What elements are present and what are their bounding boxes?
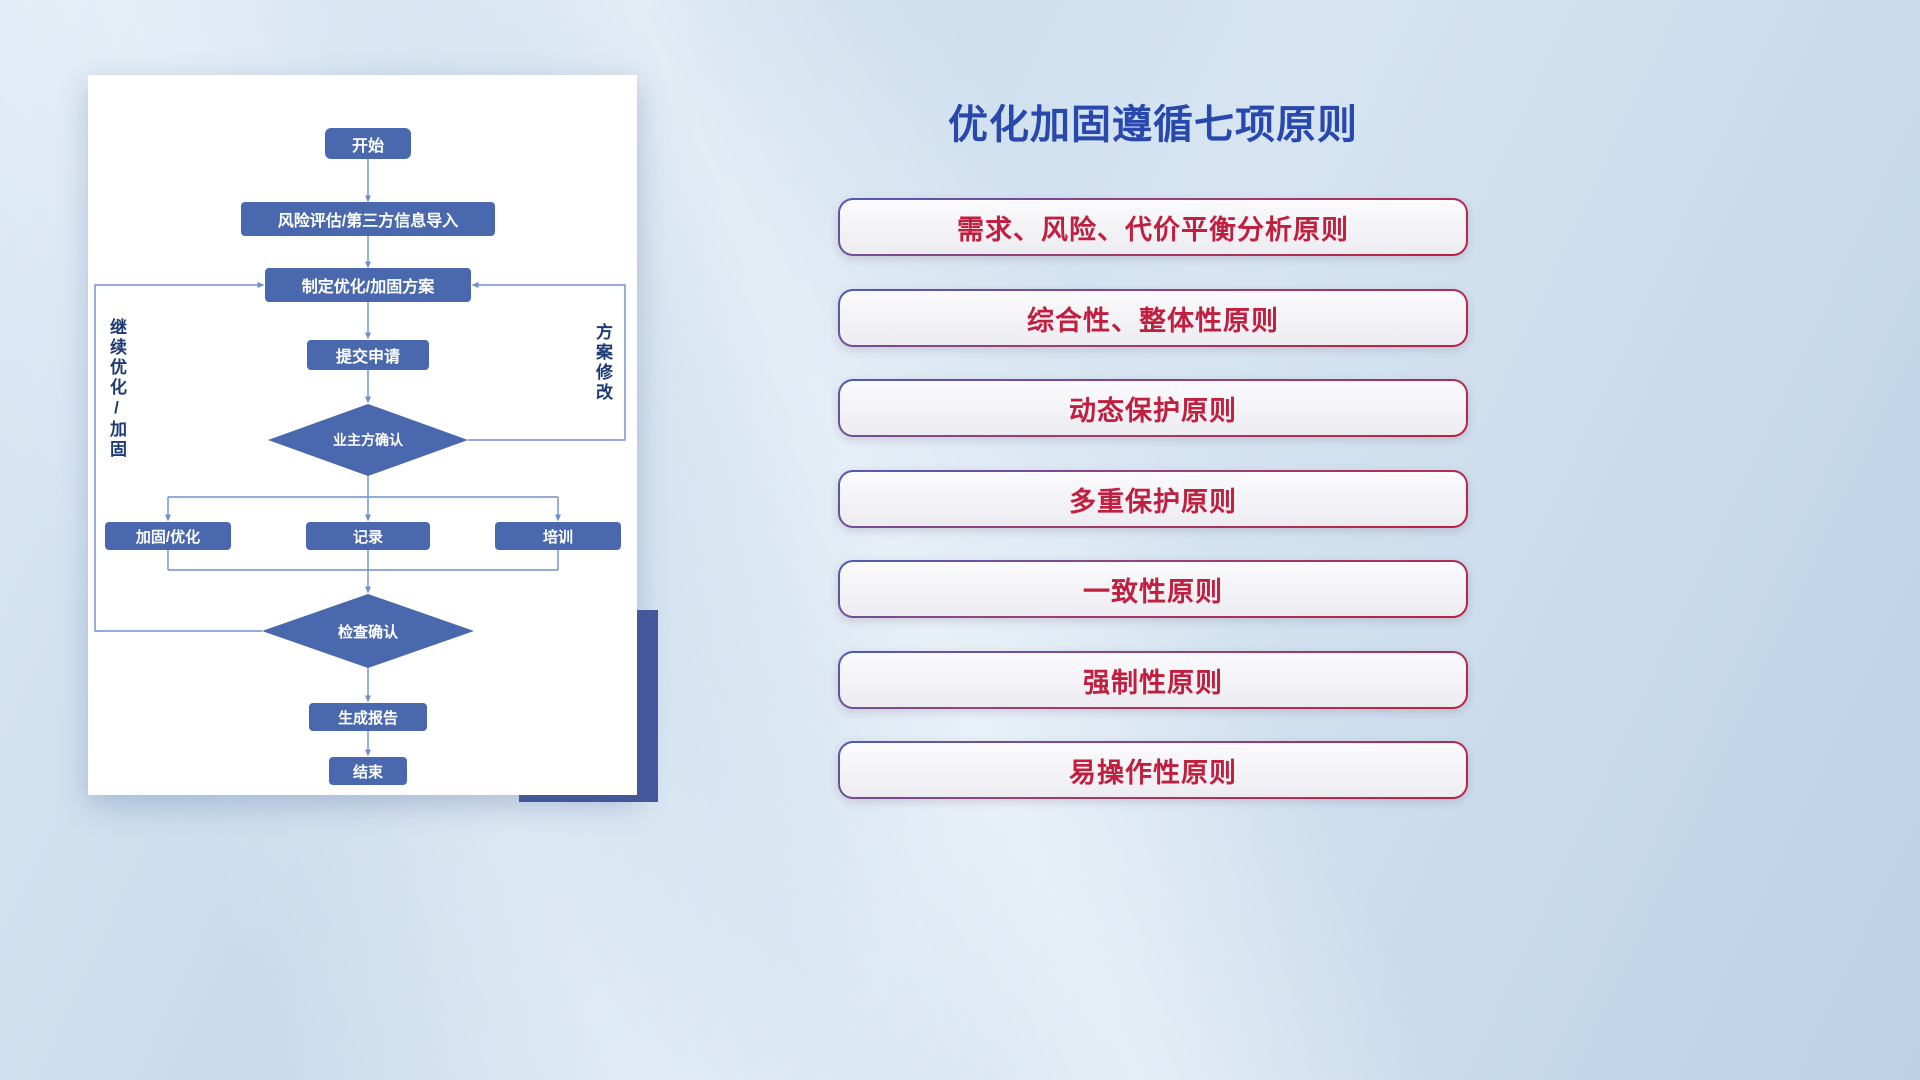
loop-label-continue-optimize: 继续优化/加固 (107, 318, 126, 460)
principle-pill-7: 易操作性原则 (838, 741, 1468, 799)
flow-node-start: 开始 (325, 128, 411, 159)
loop-label-plan-modify: 方案修改 (593, 323, 612, 403)
flow-node-end: 结束 (329, 757, 407, 785)
principle-pill-1: 需求、风险、代价平衡分析原则 (838, 198, 1468, 256)
principle-pill-1-label: 需求、风险、代价平衡分析原则 (840, 200, 1466, 254)
loop-right-path (468, 282, 626, 441)
flow-node-risk-import: 风险评估/第三方信息导入 (241, 202, 495, 236)
principle-pill-7-label: 易操作性原则 (840, 743, 1466, 797)
diamond-owner-confirm (268, 404, 468, 476)
principle-pill-6: 强制性原则 (838, 651, 1468, 709)
connector-arrows (94, 159, 626, 757)
flowchart-card: 开始 风险评估/第三方信息导入 制定优化/加固方案 提交申请 业主方确认 加固/… (88, 75, 637, 795)
flow-node-make-plan: 制定优化/加固方案 (265, 268, 471, 302)
flow-node-record: 记录 (306, 522, 430, 550)
principle-pill-4-label: 多重保护原则 (840, 472, 1466, 526)
connector-lines (167, 476, 559, 571)
flow-node-check-confirm-label: 检查确认 (337, 623, 398, 641)
flow-node-owner-confirm-label: 业主方确认 (333, 432, 403, 448)
principle-pill-6-label: 强制性原则 (840, 653, 1466, 707)
flow-node-submit-request: 提交申请 (307, 340, 429, 370)
principle-pill-3: 动态保护原则 (838, 379, 1468, 437)
principle-pill-5: 一致性原则 (838, 560, 1468, 618)
principle-pill-3-label: 动态保护原则 (840, 381, 1466, 435)
diamond-check-confirm (262, 594, 474, 668)
flow-node-harden-optimize: 加固/优化 (105, 522, 231, 550)
principle-pill-4: 多重保护原则 (838, 470, 1468, 528)
principles-title: 优化加固遵循七项原则 (948, 103, 1358, 147)
flow-node-generate-report: 生成报告 (309, 703, 427, 731)
flowchart-connectors (94, 159, 626, 757)
principle-pill-2: 综合性、整体性原则 (838, 289, 1468, 347)
principle-pill-5-label: 一致性原则 (840, 562, 1466, 616)
principle-pill-2-label: 综合性、整体性原则 (840, 291, 1466, 345)
flow-node-training: 培训 (495, 522, 621, 550)
loop-left-path (94, 282, 265, 632)
